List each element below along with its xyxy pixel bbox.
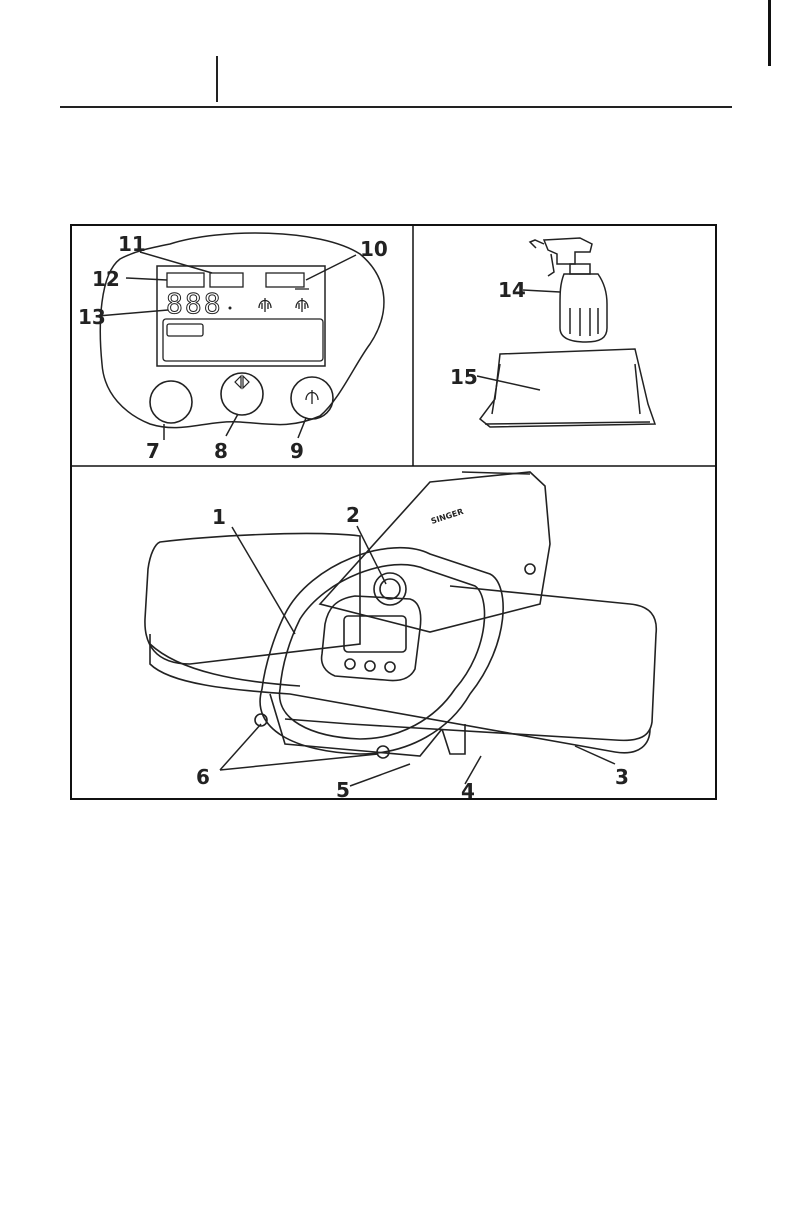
- callout-14: 14: [498, 278, 526, 302]
- power-button: [150, 381, 192, 423]
- leader-11: [140, 252, 212, 273]
- page-edge-mark: [768, 0, 771, 66]
- mini-lcd: [344, 616, 406, 652]
- callout-1: 1: [212, 505, 226, 529]
- callout-7: 7: [146, 439, 160, 463]
- lcd-indicator-10: [266, 273, 304, 287]
- leader-6b: [220, 754, 378, 770]
- press-head: [320, 472, 550, 632]
- callout-12: 12: [92, 267, 120, 291]
- callout-9: 9: [290, 439, 304, 463]
- leader-1: [232, 527, 295, 634]
- callout-6: 6: [196, 765, 210, 789]
- steam-icon: [259, 298, 271, 312]
- header-rule: [60, 106, 732, 108]
- lcd-indicator-small: [167, 324, 203, 336]
- arrows-icon: [235, 376, 249, 388]
- mini-button-2: [365, 661, 375, 671]
- board-lip: [150, 644, 300, 686]
- steam-button-icon: [306, 390, 318, 404]
- singer-logo: SINGER: [430, 507, 465, 526]
- parts-diagram: 888: [70, 224, 717, 800]
- side-screw: [525, 564, 535, 574]
- seven-segment-digits: 888: [166, 287, 223, 320]
- pressure-dial-inner: [380, 579, 400, 599]
- mini-button-3: [385, 662, 395, 672]
- leader-6a: [220, 724, 261, 770]
- decimal-point: [229, 307, 232, 310]
- callout-10: 10: [360, 237, 388, 261]
- accessories-illustration: [480, 238, 655, 427]
- pressing-cloth: [480, 349, 655, 427]
- base-foot: [442, 724, 465, 754]
- spray-bottle: [530, 238, 607, 342]
- mini-button-1: [345, 659, 355, 669]
- leader-14: [523, 290, 560, 292]
- leader-15: [477, 376, 540, 390]
- leader-8: [226, 414, 238, 436]
- callout-8: 8: [214, 439, 228, 463]
- callout-3: 3: [615, 765, 629, 789]
- callout-2: 2: [346, 503, 360, 527]
- steam-extra-icon: [295, 289, 309, 312]
- leader-9: [298, 418, 306, 438]
- callout-5: 5: [336, 778, 350, 800]
- temperature-select-button: [221, 373, 263, 415]
- callout-13: 13: [78, 305, 106, 329]
- leader-5: [350, 764, 410, 786]
- lcd-indicator-12: [167, 273, 204, 287]
- pressure-dial: [374, 573, 406, 605]
- leader-10: [306, 255, 356, 280]
- lcd-lower-area: [163, 319, 323, 361]
- press-base-left: [145, 534, 360, 664]
- callout-11: 11: [118, 232, 146, 256]
- callout-15: 15: [450, 365, 478, 389]
- leader-12: [126, 278, 167, 280]
- header-divider-tick: [216, 56, 218, 102]
- callout-4: 4: [461, 779, 475, 800]
- lcd-indicator-11: [210, 273, 243, 287]
